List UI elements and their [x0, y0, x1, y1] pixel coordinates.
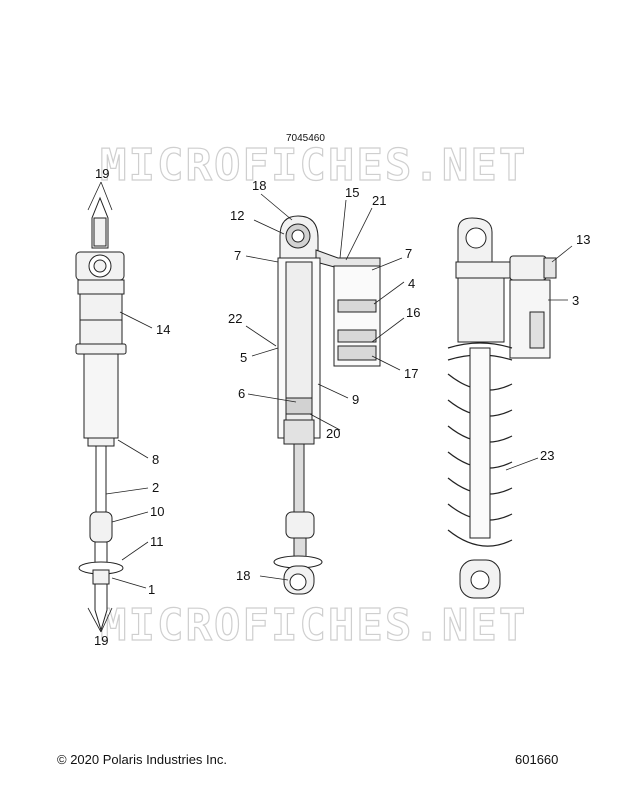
- watermark-bottom: MICROFICHES.NET: [100, 600, 527, 651]
- label-11: 11: [150, 534, 164, 549]
- watermark-top: MICROFICHES.NET: [100, 140, 527, 191]
- label-12: 12: [230, 208, 244, 223]
- label-6: 6: [238, 386, 245, 401]
- label-13: 13: [576, 232, 590, 247]
- label-14: 14: [156, 322, 170, 337]
- label-1: 1: [148, 582, 155, 597]
- label-7-right: 7: [405, 246, 412, 261]
- label-21: 21: [372, 193, 386, 208]
- label-18-bottom: 18: [236, 568, 250, 583]
- copyright-text: © 2020 Polaris Industries Inc.: [57, 752, 227, 767]
- label-15: 15: [345, 185, 359, 200]
- sheet-number: 601660: [515, 752, 559, 767]
- label-18-top: 18: [252, 178, 266, 193]
- label-4: 4: [408, 276, 415, 291]
- label-23: 23: [540, 448, 554, 463]
- label-3: 3: [572, 293, 579, 308]
- leader-lines: [87, 181, 573, 633]
- label-19-bottom: 19: [94, 633, 108, 648]
- label-9: 9: [352, 392, 359, 407]
- middle-shock-cutaway: [273, 215, 381, 595]
- label-20: 20: [326, 426, 340, 441]
- label-10: 10: [150, 504, 164, 519]
- label-17: 17: [404, 366, 418, 381]
- label-19-top: 19: [95, 166, 109, 181]
- label-16: 16: [406, 305, 420, 320]
- left-shock: [75, 196, 127, 632]
- label-2: 2: [152, 480, 159, 495]
- label-8: 8: [152, 452, 159, 467]
- label-5: 5: [240, 350, 247, 365]
- right-shock: [447, 217, 557, 599]
- label-22: 22: [228, 311, 242, 326]
- diagram-id: 7045460: [286, 133, 325, 144]
- label-7-left: 7: [234, 248, 241, 263]
